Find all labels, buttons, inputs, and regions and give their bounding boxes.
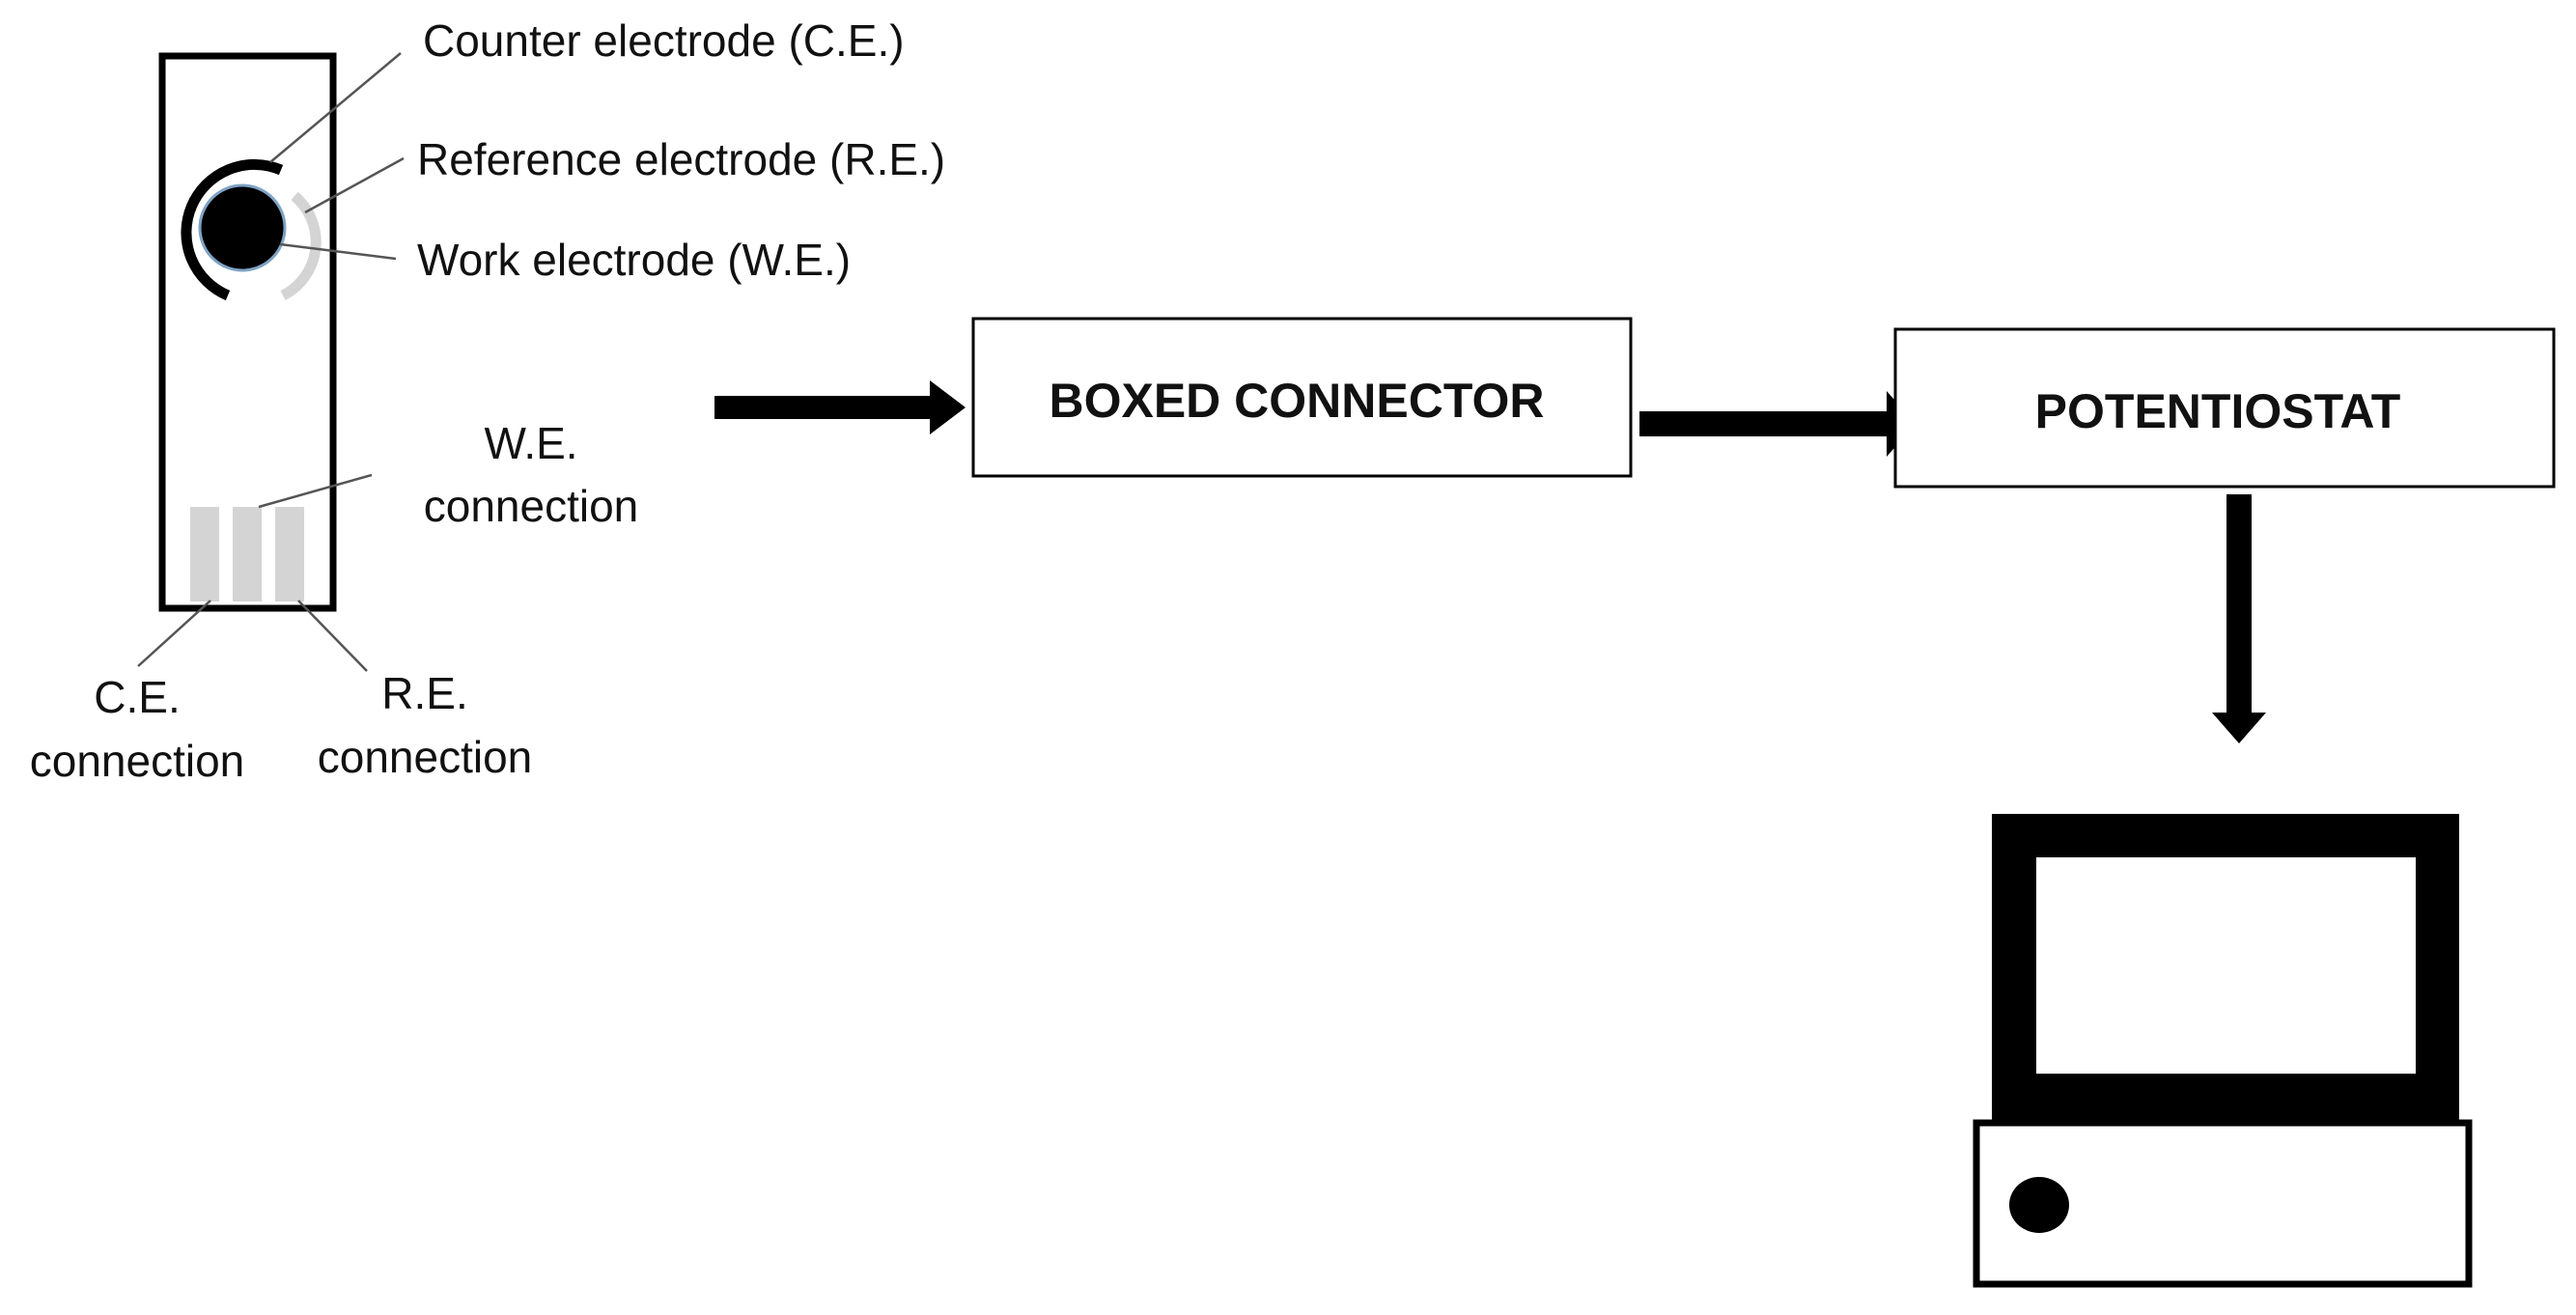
re-connection-label-line2: connection <box>318 732 533 782</box>
counter-leader-line <box>269 52 402 163</box>
re-connection-label-line1: R.E. <box>381 668 467 718</box>
computer-icon <box>1973 814 2473 1288</box>
ce-connection-label-line2: connection <box>30 736 245 786</box>
re-connection-leader-line <box>297 600 368 672</box>
counter-electrode-arc <box>181 158 284 301</box>
we-connection-label-line1: W.E. <box>484 418 577 468</box>
counter-electrode-label: Counter electrode (C.E.) <box>423 15 905 66</box>
arrow-potentiostat-to-computer <box>2212 494 2266 743</box>
arrow-connector-to-potentiostat <box>1639 391 1916 457</box>
we-connection-leader-line <box>258 473 373 509</box>
arrow-electrode-to-connector <box>714 380 966 434</box>
ce-contact-pad <box>190 507 219 602</box>
ce-connection-label-line1: C.E. <box>94 672 180 722</box>
reference-leader-line <box>304 156 405 214</box>
we-connection-label-line2: connection <box>424 481 639 531</box>
work-electrode-label: Work electrode (W.E.) <box>417 235 851 285</box>
work-electrode-disk <box>198 183 287 272</box>
boxed-connector-box <box>971 317 1633 478</box>
boxed-connector-label: BOXED CONNECTOR <box>1049 374 1544 428</box>
potentiostat-label: POTENTIOSTAT <box>2035 384 2401 438</box>
we-contact-pad <box>233 507 262 602</box>
leader-lines <box>137 52 405 672</box>
work-leader-line <box>279 242 397 261</box>
computer-monitor <box>1992 814 2459 1127</box>
re-contact-pad <box>275 507 304 602</box>
boxed-connector-block: BOXED CONNECTOR <box>971 317 1633 478</box>
computer-power-button <box>2009 1177 2069 1233</box>
potentiostat-block: POTENTIOSTAT <box>1893 327 2556 489</box>
reference-electrode-label: Reference electrode (R.E.) <box>417 134 945 184</box>
electrode-strip <box>158 52 337 612</box>
electrode-labels: Counter electrode (C.E.) Reference elect… <box>30 15 945 786</box>
potentiostat-box <box>1893 327 2556 489</box>
ce-connection-leader-line <box>137 600 211 667</box>
